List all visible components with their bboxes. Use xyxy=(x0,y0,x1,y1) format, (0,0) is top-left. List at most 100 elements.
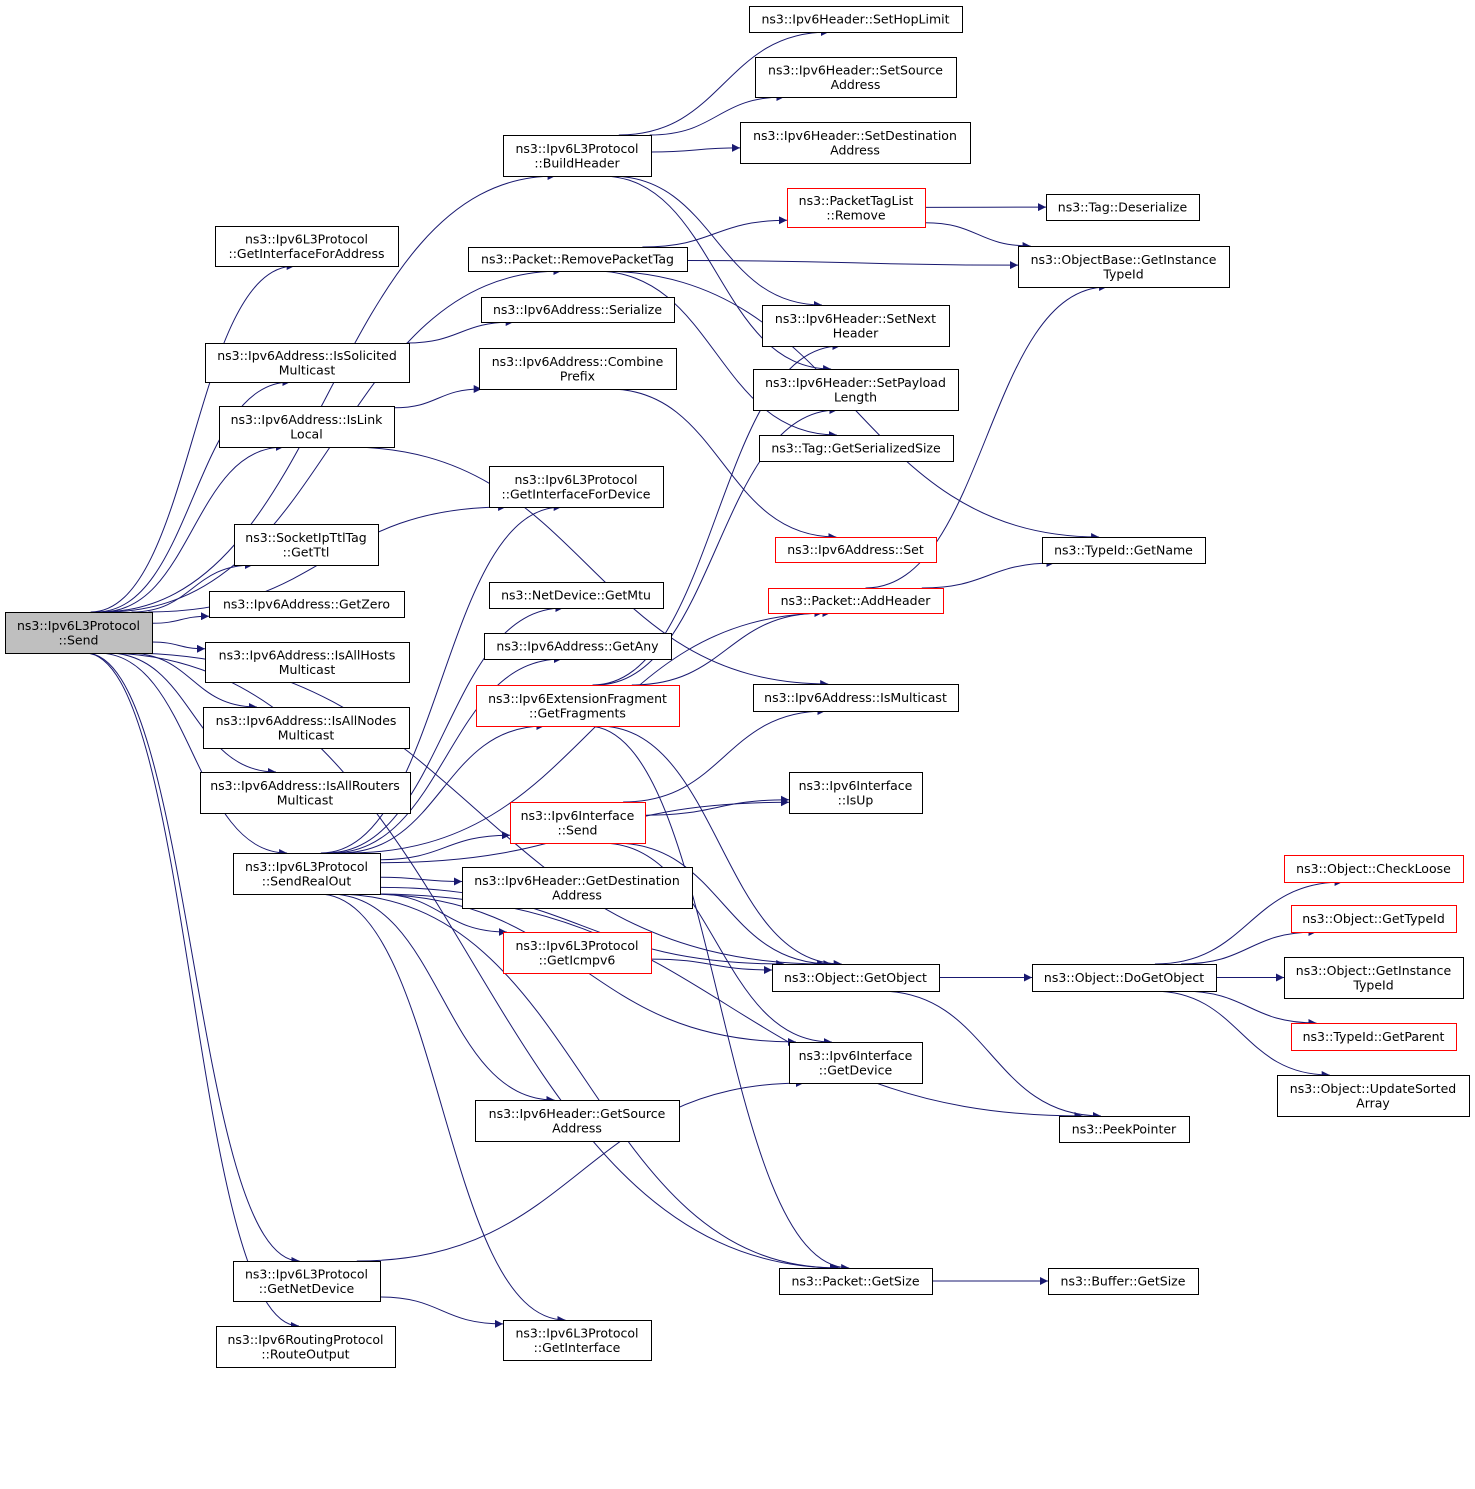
node-bufferGetSize[interactable]: ns3::Buffer::GetSize xyxy=(1048,1268,1199,1295)
node-label: TypeId xyxy=(1352,977,1393,992)
node-objGetTypeId[interactable]: ns3::Object::GetTypeId xyxy=(1291,905,1457,933)
call-edge-combinePrefix-to-addrSet xyxy=(608,388,837,541)
node-isMulticast[interactable]: ns3::Ipv6Address::IsMulticast xyxy=(753,684,959,712)
node-label: ns3::Ipv6Interface xyxy=(799,1048,913,1063)
node-removePacketTag[interactable]: ns3::Packet::RemovePacketTag xyxy=(468,247,688,272)
node-getIcmpv6[interactable]: ns3::Ipv6L3Protocol::GetIcmpv6 xyxy=(503,932,652,974)
node-label: ns3::TypeId::GetParent xyxy=(1303,1029,1445,1044)
node-doGetObject[interactable]: ns3::Object::DoGetObject xyxy=(1032,964,1217,992)
call-edge-sendRealOut-to-getSourceAddr xyxy=(328,893,555,1104)
node-label: ns3::Ipv6Header::SetNext xyxy=(775,311,936,326)
node-routeOutput[interactable]: ns3::Ipv6RoutingProtocol::RouteOutput xyxy=(216,1326,396,1368)
call-edge-buildHeader-to-setNextHeader xyxy=(610,175,822,309)
node-label: ::Send xyxy=(59,632,99,647)
node-label: ::GetInterfaceForAddress xyxy=(229,246,385,261)
node-label: Prefix xyxy=(560,368,595,383)
node-getFragments[interactable]: ns3::Ipv6ExtensionFragment::GetFragments xyxy=(476,685,680,727)
call-edge-doGetObject-to-objGetTypeId xyxy=(1181,928,1317,965)
node-label: ns3::PacketTagList xyxy=(799,193,914,208)
node-getName[interactable]: ns3::TypeId::GetName xyxy=(1042,537,1206,564)
node-label: ::GetTtl xyxy=(283,544,330,559)
node-getZero[interactable]: ns3::Ipv6Address::GetZero xyxy=(209,591,405,618)
node-getSize[interactable]: ns3::Packet::GetSize xyxy=(779,1268,933,1295)
node-label: ns3::SocketIpTtlTag xyxy=(245,530,366,545)
node-label: Header xyxy=(833,325,879,340)
node-label: Array xyxy=(1356,1095,1390,1110)
node-label: ns3::Ipv6L3Protocol xyxy=(514,472,637,487)
call-edge-removePacketTag-to-ptlRemove xyxy=(642,216,788,248)
node-label: ns3::Ipv6Address::Combine xyxy=(492,354,664,369)
node-buildHeader[interactable]: ns3::Ipv6L3Protocol::BuildHeader xyxy=(503,135,652,177)
node-addrSet[interactable]: ns3::Ipv6Address::Set xyxy=(775,537,937,563)
node-label: ns3::Ipv6Header::SetDestination xyxy=(753,128,957,143)
node-send[interactable]: ns3::Ipv6L3Protocol::Send xyxy=(5,612,153,654)
node-checkLoose[interactable]: ns3::Object::CheckLoose xyxy=(1284,855,1464,883)
node-serialize[interactable]: ns3::Ipv6Address::Serialize xyxy=(481,297,675,323)
node-getAny[interactable]: ns3::Ipv6Address::GetAny xyxy=(484,633,672,660)
node-getMtu[interactable]: ns3::NetDevice::GetMtu xyxy=(489,582,664,609)
node-label: Local xyxy=(290,426,322,441)
call-edge-removePacketTag-to-getSerializedSize xyxy=(595,270,837,439)
call-edge-sendRealOut-to-getInterface xyxy=(318,893,566,1324)
node-label: Multicast xyxy=(278,727,335,742)
node-label: ns3::Object::CheckLoose xyxy=(1296,861,1451,876)
node-label: ns3::Ipv6ExtensionFragment xyxy=(488,691,667,706)
node-sendRealOut[interactable]: ns3::Ipv6L3Protocol::SendRealOut xyxy=(233,853,381,895)
node-setHopLimit[interactable]: ns3::Ipv6Header::SetHopLimit xyxy=(749,6,963,33)
node-getObject[interactable]: ns3::Object::GetObject xyxy=(772,964,940,992)
node-label: ::Send xyxy=(558,822,598,837)
call-edge-addHeader-to-getName xyxy=(921,559,1055,589)
node-label: ::GetIcmpv6 xyxy=(539,952,616,967)
node-addHeader[interactable]: ns3::Packet::AddHeader xyxy=(768,588,944,614)
node-peekPointer[interactable]: ns3::PeekPointer xyxy=(1059,1116,1190,1143)
node-label: ns3::Ipv6L3Protocol xyxy=(17,618,140,633)
node-ifaceSend[interactable]: ns3::Ipv6Interface::Send xyxy=(510,802,646,844)
node-ifaceGetDevice[interactable]: ns3::Ipv6Interface::GetDevice xyxy=(789,1042,923,1084)
node-label: ns3::Tag::GetSerializedSize xyxy=(771,441,941,456)
node-getInterface[interactable]: ns3::Ipv6L3Protocol::GetInterface xyxy=(503,1320,652,1361)
node-getParent[interactable]: ns3::TypeId::GetParent xyxy=(1291,1023,1457,1051)
node-label: ns3::Ipv6Interface xyxy=(521,808,635,823)
node-label: ns3::NetDevice::GetMtu xyxy=(501,588,651,603)
call-edge-getFragments-to-setNextHeader xyxy=(592,342,841,686)
node-getNetDevice[interactable]: ns3::Ipv6L3Protocol::GetNetDevice xyxy=(233,1261,381,1302)
node-getIfaceForAddr[interactable]: ns3::Ipv6L3Protocol::GetInterfaceForAddr… xyxy=(215,226,399,267)
node-label: ns3::Buffer::GetSize xyxy=(1061,1274,1186,1289)
node-tagDeserialize[interactable]: ns3::Tag::Deserialize xyxy=(1046,194,1200,221)
node-label: ns3::Ipv6Header::SetSource xyxy=(768,62,943,77)
node-getSerializedSize[interactable]: ns3::Tag::GetSerializedSize xyxy=(759,435,954,462)
node-label: ns3::Packet::RemovePacketTag xyxy=(481,252,674,267)
node-label: ::BuildHeader xyxy=(534,155,620,170)
node-label: ns3::Ipv6Header::GetSource xyxy=(489,1106,666,1121)
node-label: ns3::Ipv6L3Protocol xyxy=(245,859,368,874)
call-edge-getIcmpv6-to-getObject xyxy=(650,958,773,974)
node-ptlRemove[interactable]: ns3::PacketTagList::Remove xyxy=(787,188,926,228)
node-label: ns3::Object::UpdateSorted xyxy=(1290,1081,1456,1096)
node-isUp[interactable]: ns3::Ipv6Interface::IsUp xyxy=(789,772,923,814)
node-label: ns3::Ipv6Address::Set xyxy=(787,542,924,557)
node-label: Length xyxy=(834,389,877,404)
call-edge-sendRealOut-to-ifaceSend xyxy=(379,831,511,861)
call-edge-getFragments-to-setPayloadLen xyxy=(595,406,838,686)
node-label: ::SendRealOut xyxy=(262,873,352,888)
node-getTtl[interactable]: ns3::SocketIpTtlTag::GetTtl xyxy=(234,524,379,566)
node-getIfaceForDevice[interactable]: ns3::Ipv6L3Protocol::GetInterfaceForDevi… xyxy=(489,466,664,508)
call-edge-send-to-getIfaceForAddr xyxy=(90,262,295,613)
node-label: ns3::Ipv6Header::SetHopLimit xyxy=(762,12,950,27)
